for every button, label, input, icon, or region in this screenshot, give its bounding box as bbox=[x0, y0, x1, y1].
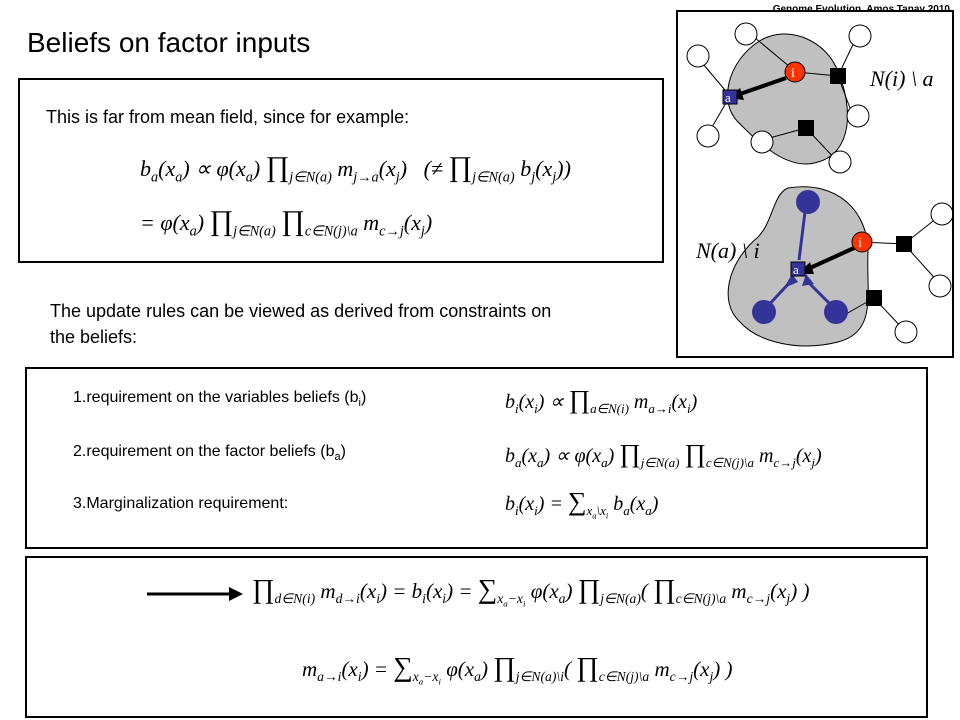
equation-factor-to-variable-message: ma→i(xi) = ∑xa−xi φ(xa) ∏j∈N(a)\i( ∏c∈N(… bbox=[302, 652, 733, 687]
author-credit: Genome Evolution. Amos Tanay 2010 bbox=[773, 4, 950, 15]
factor-node bbox=[830, 68, 846, 84]
bottom-region-label: N(a) \ i bbox=[695, 238, 760, 263]
node-i-label: i bbox=[791, 66, 795, 81]
blue-variable-node bbox=[796, 190, 820, 214]
factor-a-label: a bbox=[725, 90, 731, 105]
variable-node bbox=[930, 202, 952, 226]
node-i-label: i bbox=[858, 236, 862, 251]
requirement-3: 3.Marginalization requirement: bbox=[73, 495, 289, 512]
factor-graph-diagram: i a N(i) \ a i a N(a) \ i bbox=[686, 22, 952, 347]
derivation-box: ∏d∈N(i) md→i(xi) = bi(xi) = ∑xa−xi φ(xa)… bbox=[25, 556, 928, 718]
blue-variable-node bbox=[752, 300, 776, 324]
node-i-top bbox=[784, 61, 806, 83]
factor-a-label: a bbox=[793, 262, 799, 277]
factor-a-bottom bbox=[790, 261, 806, 277]
requirement-2: 2.requirement on the factor beliefs (ba) bbox=[73, 443, 346, 464]
equation-marginalization: bi(xi) = ∑xa\xi ba(xa) bbox=[505, 487, 659, 521]
factor-node bbox=[896, 236, 912, 252]
equation-factor-requirement: ba(xa) ∝ φ(xa) ∏j∈N(a) ∏c∈N(j)\a mc→j(xj… bbox=[505, 439, 822, 470]
variable-node bbox=[686, 44, 710, 68]
equation-factor-belief: ba(xa) ∝ φ(xa) ∏j∈N(a) mj→a(xj) (≠ ∏j∈N(… bbox=[140, 152, 571, 186]
equation-factor-belief-expanded: = φ(xa) ∏j∈N(a) ∏c∈N(j)\a mc→j(xj) bbox=[140, 206, 433, 240]
equation-message-product: ∏d∈N(i) md→i(xi) = bi(xi) = ∑xa−xi φ(xa)… bbox=[252, 574, 810, 609]
requirements-box: 1.requirement on the variables beliefs (… bbox=[25, 367, 928, 549]
variable-node bbox=[928, 274, 952, 298]
equation-variable-belief: bi(xi) ∝ ∏a∈N(i) ma→i(xi) bbox=[505, 385, 698, 416]
blue-variable-node bbox=[824, 300, 848, 324]
update-rules-text: The update rules can be viewed as derive… bbox=[50, 301, 552, 347]
top-region-label: N(i) \ a bbox=[869, 66, 934, 91]
page-title: Beliefs on factor inputs bbox=[27, 27, 311, 58]
factor-graph-panel: i a N(i) \ a i a N(a) \ i bbox=[676, 10, 954, 358]
factor-node bbox=[798, 120, 814, 136]
factor-node bbox=[866, 290, 882, 306]
top-neighborhood-region bbox=[727, 33, 848, 165]
variable-node bbox=[734, 22, 758, 46]
variable-node bbox=[848, 24, 872, 48]
mean-field-box: This is far from mean field, since for e… bbox=[18, 78, 664, 263]
mean-field-note: This is far from mean field, since for e… bbox=[46, 107, 410, 127]
variable-node bbox=[696, 124, 720, 148]
variable-node bbox=[894, 320, 918, 344]
node-i-bottom bbox=[851, 231, 873, 253]
requirement-1: 1.requirement on the variables beliefs (… bbox=[73, 389, 367, 410]
implies-arrow bbox=[147, 587, 243, 601]
variable-node bbox=[828, 150, 852, 174]
variable-node bbox=[846, 104, 870, 128]
variable-node bbox=[750, 130, 774, 154]
factor-a-top bbox=[722, 89, 738, 105]
